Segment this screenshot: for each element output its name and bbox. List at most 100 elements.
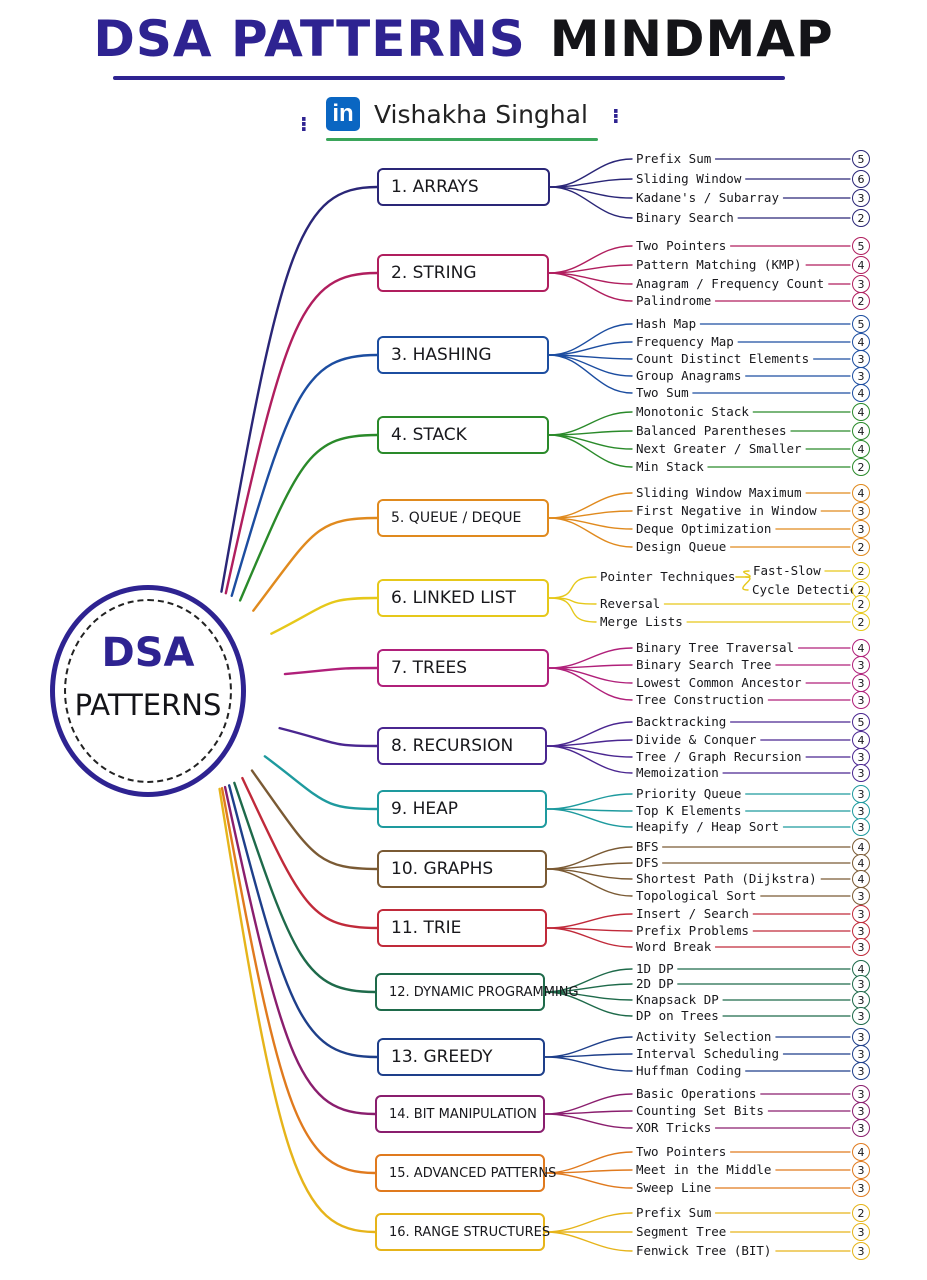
count-badge: 3: [852, 350, 870, 368]
pattern-knapsack-dp: Knapsack DP: [636, 992, 719, 1007]
leaf-connector: [546, 913, 633, 929]
pattern-design-queue: Design Queue: [636, 539, 727, 554]
pattern-two-sum: Two Sum: [636, 385, 689, 400]
center-dashed-ring: [64, 599, 232, 783]
count-badge: 2: [852, 581, 870, 599]
count-badge: 5: [852, 315, 870, 333]
pattern-hash-map: Hash Map: [636, 316, 697, 331]
pattern-shortest-path-dijkstra: Shortest Path (Dijkstra): [636, 871, 817, 886]
count-badge: 3: [852, 1119, 870, 1137]
count-badge: 4: [852, 333, 870, 351]
sparkle-right-icon: ⁝: [612, 104, 620, 128]
pattern-min-stack: Min Stack: [636, 459, 704, 474]
count-badge: 3: [852, 1045, 870, 1063]
category-string: 2. STRING: [377, 254, 549, 292]
leaf-connector: [546, 868, 633, 897]
center-label-line-1: DSA: [101, 630, 195, 676]
pattern-sliding-window-maximum: Sliding Window Maximum: [636, 485, 802, 500]
leaf-connector: [742, 576, 751, 591]
count-badge: 3: [852, 818, 870, 836]
pattern-reversal: Reversal: [600, 596, 661, 611]
count-badge: 4: [852, 870, 870, 888]
pattern-xor-tricks: XOR Tricks: [636, 1120, 712, 1135]
count-badge: 2: [852, 613, 870, 631]
byline: in Vishakha Singhal: [326, 94, 588, 134]
count-badge: 3: [852, 1242, 870, 1260]
pattern-pointer-techniques: Pointer Techniques: [600, 569, 736, 584]
category-advanced-patterns: 15. ADVANCED PATTERNS: [375, 1154, 556, 1192]
category-heap: 9. HEAP: [377, 790, 547, 828]
branch-connector: [252, 516, 379, 612]
count-badge: 4: [852, 731, 870, 749]
pattern-frequency-map: Frequency Map: [636, 334, 734, 349]
branch-connector: [250, 769, 379, 871]
count-badge: 3: [852, 764, 870, 782]
linkedin-icon: in: [326, 97, 360, 131]
count-badge: 4: [852, 403, 870, 421]
author-name: Vishakha Singhal: [374, 99, 588, 129]
count-badge: 3: [852, 691, 870, 709]
pattern-pattern-matching-kmp: Pattern Matching (KMP): [636, 257, 802, 272]
leaf-connector: [544, 1212, 633, 1233]
count-badge: 3: [852, 887, 870, 905]
leaf-connector: [548, 510, 633, 519]
pattern-two-pointers: Two Pointers: [636, 238, 727, 253]
leaf-connector: [548, 576, 597, 599]
pattern-top-k-elements: Top K Elements: [636, 803, 742, 818]
category-stack: 4. STACK: [377, 416, 549, 454]
leaf-connector: [544, 1172, 633, 1189]
leaf-connector: [546, 745, 633, 774]
leaf-connector: [546, 927, 633, 948]
pattern-count-distinct-elements: Count Distinct Elements: [636, 351, 810, 366]
leaf-connector: [546, 739, 633, 747]
pattern-cycle-detection: Cycle Detection: [752, 582, 865, 597]
pattern-tree-construction: Tree Construction: [636, 692, 764, 707]
pattern-next-greater-smaller: Next Greater / Smaller: [636, 441, 802, 456]
leaf-connector: [546, 793, 633, 810]
leaf-connector: [743, 570, 751, 578]
category-greedy: 13. GREEDY: [377, 1038, 545, 1076]
category-range-structures: 16. RANGE STRUCTURES: [375, 1213, 550, 1251]
pattern-binary-tree-traversal: Binary Tree Traversal: [636, 640, 795, 655]
category-queue-deque: 5. QUEUE / DEQUE: [377, 499, 549, 537]
count-badge: 5: [852, 150, 870, 168]
branch-connector: [238, 433, 379, 602]
count-badge: 4: [852, 256, 870, 274]
category-bit-manipulation: 14. BIT MANIPULATION: [375, 1095, 545, 1133]
count-badge: 3: [852, 905, 870, 923]
category-arrays: 1. ARRAYS: [377, 168, 550, 206]
center-node: DSA PATTERNS: [50, 585, 246, 797]
branch-connector: [223, 785, 377, 1116]
pattern-prefix-problems: Prefix Problems: [636, 923, 749, 938]
pattern-basic-operations: Basic Operations: [636, 1086, 757, 1101]
count-badge: 3: [852, 802, 870, 820]
category-linked-list: 6. LINKED LIST: [377, 579, 549, 617]
count-badge: 2: [852, 292, 870, 310]
pattern-dp-on-trees: DP on Trees: [636, 1008, 719, 1023]
category-dynamic-programming: 12. DYNAMIC PROGRAMMING: [375, 973, 579, 1011]
leaf-connector: [548, 667, 633, 684]
pattern-backtracking: Backtracking: [636, 714, 727, 729]
pattern-priority-queue: Priority Queue: [636, 786, 742, 801]
count-badge: 3: [852, 367, 870, 385]
branch-connector: [283, 666, 379, 676]
count-badge: 4: [852, 422, 870, 440]
pattern-bfs: BFS: [636, 839, 659, 854]
pattern-memoization: Memoization: [636, 765, 719, 780]
pattern-divide-conquer: Divide & Conquer: [636, 732, 757, 747]
pattern-topological-sort: Topological Sort: [636, 888, 757, 903]
branch-connector: [270, 596, 379, 635]
pattern-fast-slow: Fast-Slow: [753, 563, 821, 578]
pattern-prefix-sum: Prefix Sum: [636, 151, 712, 166]
leaf-connector: [544, 1056, 633, 1072]
pattern-sliding-window: Sliding Window: [636, 171, 742, 186]
pattern-dfs: DFS: [636, 855, 659, 870]
branch-connector: [230, 353, 379, 597]
branch-connector: [227, 784, 379, 1059]
pattern-monotonic-stack: Monotonic Stack: [636, 404, 749, 419]
leaf-connector: [546, 808, 633, 828]
title-underline: [113, 76, 785, 80]
pattern-kadane-s-subarray: Kadane's / Subarray: [636, 190, 779, 205]
pattern-interval-scheduling: Interval Scheduling: [636, 1046, 779, 1061]
